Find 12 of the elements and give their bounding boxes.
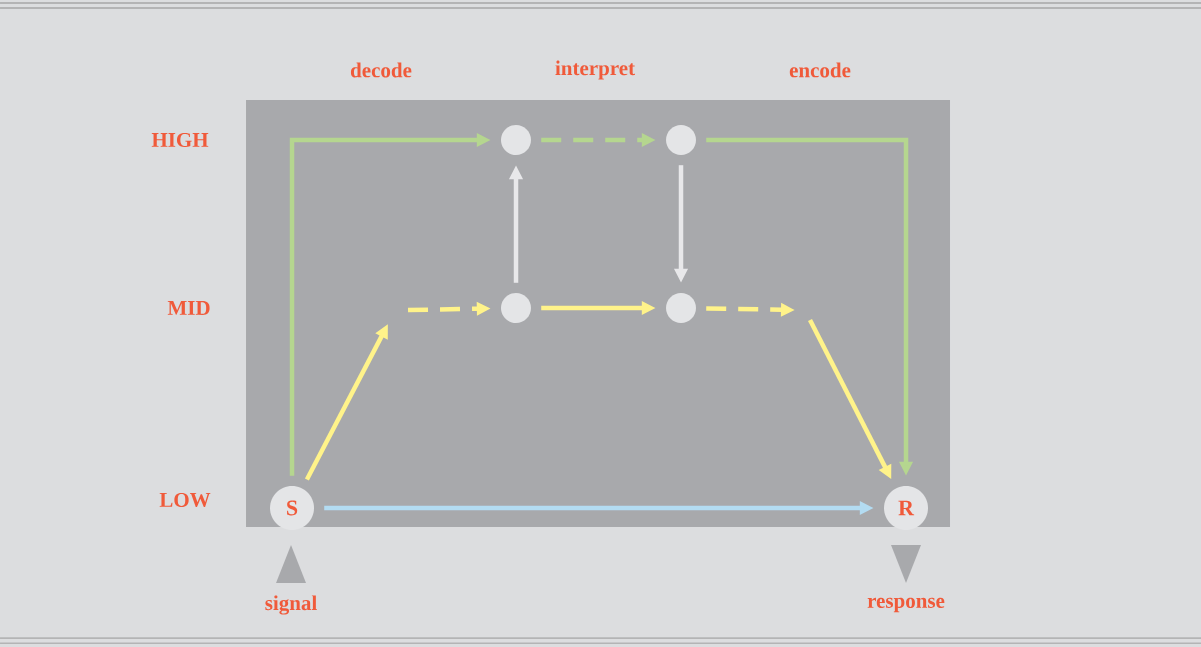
- node-circle: [501, 293, 531, 323]
- axis-label: decode: [350, 62, 412, 78]
- axis-label: encode: [789, 62, 851, 78]
- axis-label: LOW: [159, 492, 211, 508]
- node-circle: [666, 293, 696, 323]
- node-circle: [666, 125, 696, 155]
- axis-label: HIGH: [151, 132, 209, 148]
- axis-label: interpret: [555, 60, 635, 80]
- node-circle: [501, 125, 531, 155]
- axis-label: response: [867, 597, 945, 613]
- axis-label: signal: [265, 595, 317, 615]
- axis-label: MID: [167, 301, 210, 315]
